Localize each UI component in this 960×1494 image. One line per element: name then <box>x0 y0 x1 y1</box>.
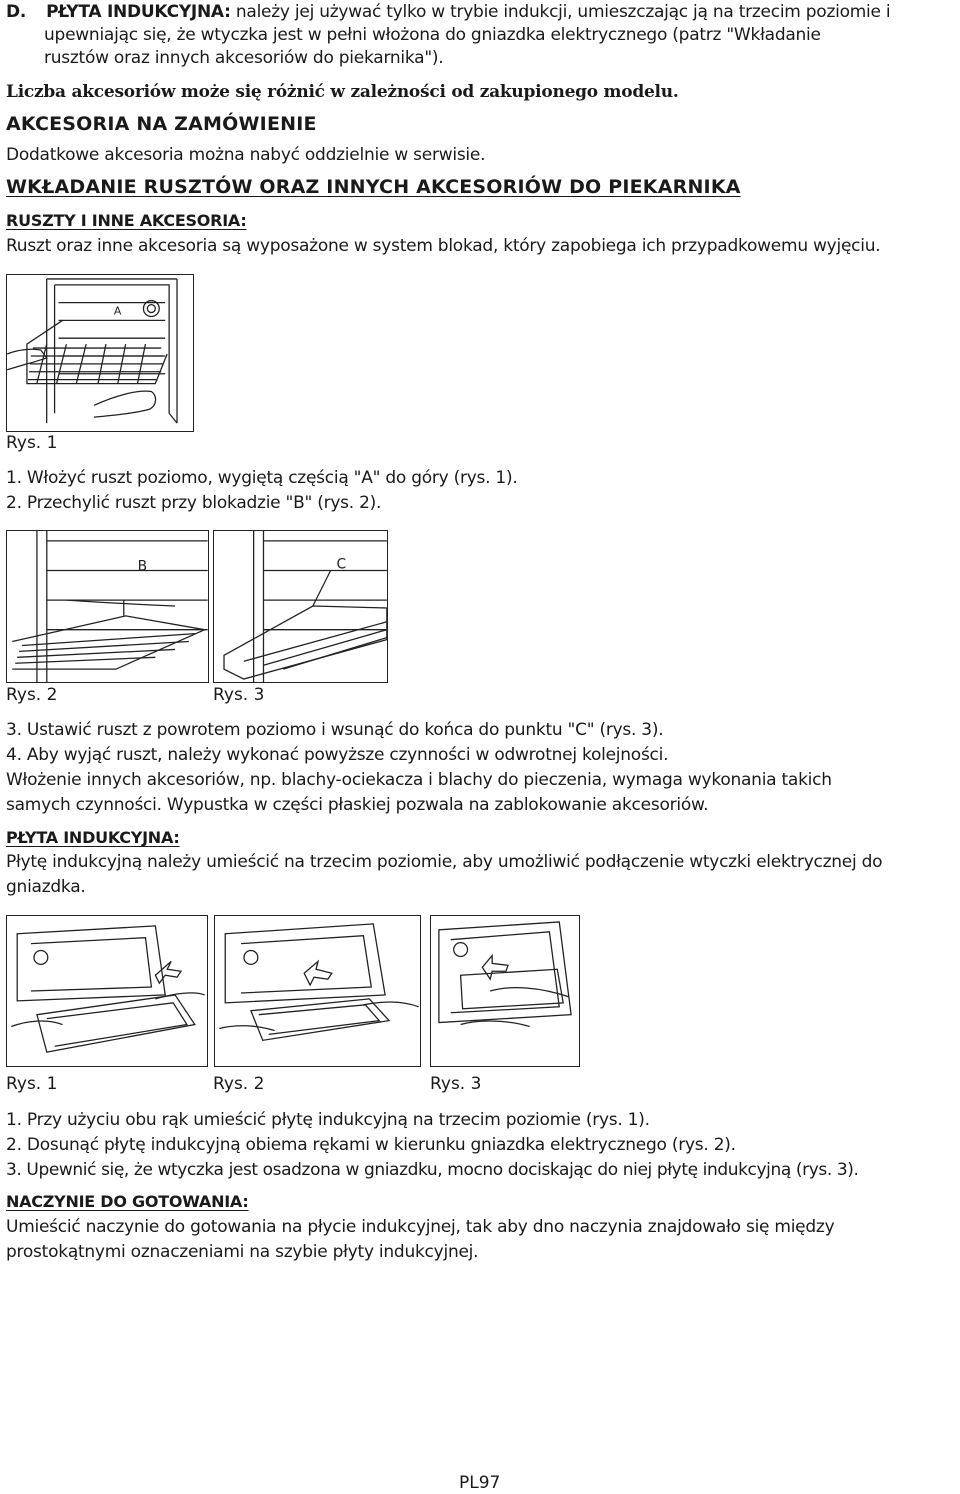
section-d-text-1: należy jej używać tylko w trybie indukcj… <box>230 2 891 22</box>
label-c: C <box>337 557 347 573</box>
step-3: 3. Ustawić ruszt z powrotem poziomo i ws… <box>6 720 664 740</box>
racks-subheading: RUSZTY I INNE AKCESORIA: <box>6 211 247 230</box>
induction-line-2: gniazdka. <box>6 877 86 897</box>
induction-figure-2-caption: Rys. 2 <box>213 1074 265 1094</box>
figure-3-caption: Rys. 3 <box>213 685 265 705</box>
rack-tilt-illustration: B <box>12 531 208 682</box>
accessories-order-heading: AKCESORIA NA ZAMÓWIENIE <box>6 113 317 135</box>
other-accessories-line-2: samych czynności. Wypustka w części płas… <box>6 795 709 815</box>
step-4: 4. Aby wyjąć ruszt, należy wykonać powyż… <box>6 745 669 765</box>
cookware-heading: NACZYNIE DO GOTOWANIA: <box>6 1192 249 1211</box>
section-d-lead: PŁYTA INDUKCYJNA: <box>46 2 231 22</box>
induction-figure-1-caption: Rys. 1 <box>6 1074 58 1094</box>
accessories-order-text: Dodatkowe akcesoria można nabyć oddzieln… <box>6 145 486 165</box>
inserting-heading: WKŁADANIE RUSZTÓW ORAZ INNYCH AKCESORIÓW… <box>6 176 741 198</box>
racks-text: Ruszt oraz inne akcesoria są wyposażone … <box>6 236 881 256</box>
step-1: 1. Włożyć ruszt poziomo, wygiętą częścią… <box>6 468 518 488</box>
figure-rack-push: C <box>213 530 388 683</box>
model-note: Liczba akcesoriów może się różnić w zale… <box>6 82 679 102</box>
other-accessories-line-1: Włożenie innych akcesoriów, np. blachy-o… <box>6 770 832 790</box>
cookware-line-2: prostokątnymi oznaczeniami na szybie pły… <box>6 1242 479 1262</box>
figure-induction-press <box>430 915 580 1067</box>
figure-induction-place <box>6 915 208 1067</box>
page-number: PL97 <box>459 1473 501 1493</box>
induction-step-1: 1. Przy użyciu obu rąk umieścić płytę in… <box>6 1110 650 1130</box>
cookware-line-1: Umieścić naczynie do gotowania na płycie… <box>6 1217 835 1237</box>
label-a: A <box>114 304 122 317</box>
induction-heading: PŁYTA INDUKCYJNA: <box>6 828 180 847</box>
section-d-line-1: D. PŁYTA INDUKCYJNA: należy jej używać ty… <box>6 0 891 24</box>
induction-line-1: Płytę indukcyjną należy umieścić na trze… <box>6 852 883 872</box>
label-b: B <box>138 558 147 574</box>
figure-rack-insert: A <box>6 274 194 432</box>
rack-insert-illustration: A <box>7 278 178 424</box>
step-2: 2. Przechylić ruszt przy blokadzie "B" (… <box>6 493 382 513</box>
section-d-line-3: rusztów oraz innych akcesoriów do piekar… <box>44 48 444 68</box>
figure-rack-tilt: B <box>6 530 209 683</box>
figure-2-caption: Rys. 2 <box>6 685 58 705</box>
induction-press-illustration <box>438 921 572 1028</box>
rack-push-illustration: C <box>223 531 387 682</box>
induction-step-3: 3. Upewnić się, że wtyczka jest osadzona… <box>6 1160 859 1180</box>
induction-slide-illustration <box>219 923 419 1042</box>
induction-figure-3-caption: Rys. 3 <box>430 1074 482 1094</box>
section-letter: D. <box>6 2 27 22</box>
section-d-line-2: upewniając się, że wtyczka jest w pełni … <box>44 25 821 45</box>
figure-1-caption: Rys. 1 <box>6 433 58 453</box>
induction-step-2: 2. Dosunąć płytę indukcyjną obiema rękam… <box>6 1135 736 1155</box>
figure-induction-slide <box>214 915 421 1067</box>
induction-place-illustration <box>11 925 205 1053</box>
